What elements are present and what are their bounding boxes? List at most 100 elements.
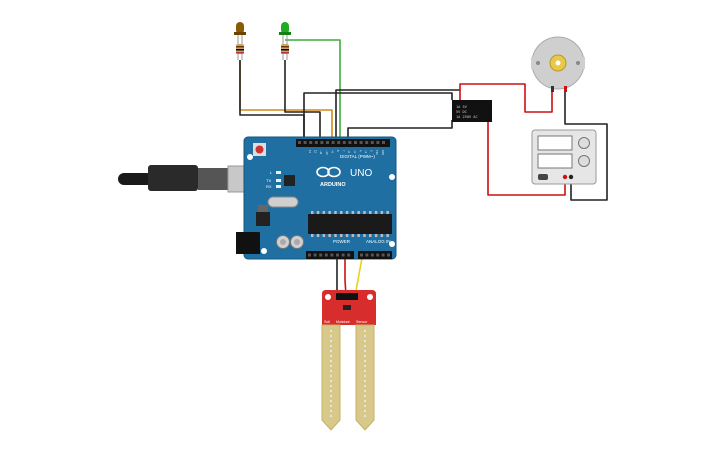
digital-header-hole[interactable] xyxy=(348,141,352,144)
power-header-hole[interactable] xyxy=(308,253,311,257)
chip-leg xyxy=(334,211,337,214)
sensor-prong-left xyxy=(321,324,341,431)
chip-leg xyxy=(380,211,384,214)
power-header-hole[interactable] xyxy=(330,253,334,257)
psu-positive-terminal[interactable] xyxy=(562,174,568,180)
led-1-body xyxy=(236,22,244,34)
chip-leg xyxy=(340,211,343,214)
digital-header-hole[interactable] xyxy=(376,141,380,144)
digital-header-hole[interactable] xyxy=(382,141,385,144)
digital-pin-label: ~3 xyxy=(364,150,368,154)
dc-motor[interactable] xyxy=(531,36,585,92)
chip-leg xyxy=(374,211,378,214)
chip-leg xyxy=(345,211,349,214)
power-header-hole[interactable] xyxy=(336,253,339,257)
power-header-hole[interactable] xyxy=(324,253,328,257)
digital-header-hole[interactable] xyxy=(365,141,369,144)
digital-header-hole[interactable] xyxy=(337,141,341,144)
chip-leg xyxy=(380,234,384,237)
wire-red-relay-motor[interactable] xyxy=(459,83,553,113)
wire-yellow-sensor-sig[interactable] xyxy=(354,257,363,297)
psu-voltage-knob[interactable] xyxy=(578,137,590,149)
analog-header[interactable] xyxy=(358,251,392,259)
chip-leg xyxy=(311,211,314,214)
digital-header-hole[interactable] xyxy=(359,141,363,144)
digital-pin-label: 7 xyxy=(342,150,346,152)
wire-green-led2[interactable] xyxy=(285,39,341,140)
led-2-body xyxy=(281,22,289,34)
digital-header-hole[interactable] xyxy=(320,141,324,144)
analog-header-hole[interactable] xyxy=(370,253,374,257)
digital-header-hole[interactable] xyxy=(314,141,318,144)
psu-current-knob[interactable] xyxy=(578,155,590,167)
wires xyxy=(239,39,608,297)
soil-moisture-sensor[interactable]: Soil Moisture Sensor xyxy=(321,290,376,431)
wire-orange-led1[interactable] xyxy=(239,60,333,140)
digital-header-hole[interactable] xyxy=(354,141,357,144)
psu-negative-terminal[interactable] xyxy=(568,174,574,180)
chip-leg xyxy=(311,234,314,237)
sensor-label-sensor: Sensor xyxy=(356,320,368,324)
power-header-hole[interactable] xyxy=(347,253,351,257)
chip-leg xyxy=(369,234,372,237)
sensor-label-moisture: Moisture xyxy=(336,320,350,324)
tx-label: TX xyxy=(266,178,271,183)
psu-current-display xyxy=(537,153,573,169)
sensor-label-soil: Soil xyxy=(324,320,330,324)
led-1[interactable] xyxy=(234,22,246,60)
digital-pin-label: ~9 xyxy=(330,150,334,154)
digital-header-hole[interactable] xyxy=(331,141,335,144)
chip-leg xyxy=(357,234,360,237)
digital-header-hole[interactable] xyxy=(309,141,313,144)
chip-leg xyxy=(374,234,378,237)
power-header[interactable] xyxy=(306,251,354,259)
arduino-logo-text: ARDUINO xyxy=(320,182,346,188)
analog-header-hole[interactable] xyxy=(360,253,363,257)
power-header-hole[interactable] xyxy=(319,253,323,257)
power-header-hole[interactable] xyxy=(341,253,345,257)
wire-red-relay-psu[interactable] xyxy=(487,120,566,196)
digital-pin-label: ~5 xyxy=(353,150,357,154)
power-header-hole[interactable] xyxy=(313,253,317,257)
analog-header-hole[interactable] xyxy=(381,253,385,257)
wire-black-led2[interactable] xyxy=(284,60,321,140)
digital-pin-label: 8 xyxy=(336,150,340,152)
analog-header-hole[interactable] xyxy=(365,253,369,257)
power-jack[interactable] xyxy=(236,232,260,254)
usb-chip xyxy=(284,175,295,186)
relay-body xyxy=(452,100,492,122)
digital-pin-label: ~10 xyxy=(325,150,329,155)
led-2[interactable] xyxy=(279,22,291,60)
usb-cable[interactable] xyxy=(118,165,265,193)
power-label: POWER xyxy=(333,239,351,244)
sensor-header[interactable] xyxy=(336,293,358,300)
chip-leg xyxy=(357,211,360,214)
regulator xyxy=(256,212,270,226)
wire-black-motor-psu[interactable] xyxy=(564,88,608,201)
wire-black-relay-2[interactable] xyxy=(347,120,453,140)
digital-header-hole[interactable] xyxy=(303,141,307,144)
analog-header-hole[interactable] xyxy=(387,253,390,257)
digital-header-hole[interactable] xyxy=(326,141,329,144)
chip-leg xyxy=(316,234,320,237)
chip-leg xyxy=(363,211,366,214)
analog-header-hole[interactable] xyxy=(376,253,380,257)
digital-pin-label: 2 xyxy=(370,150,374,152)
wire-black-led1-gnd[interactable] xyxy=(239,60,305,140)
digital-header-hole[interactable] xyxy=(298,141,301,144)
wire-black-relay-3[interactable] xyxy=(335,89,460,140)
digital-header-hole[interactable] xyxy=(370,141,374,144)
relay[interactable]: 1A 5V 5V DC 1A 250V AC xyxy=(452,100,492,122)
digital-pin-label: RX0 xyxy=(381,150,385,156)
psu-switch[interactable] xyxy=(538,174,548,180)
chip-leg xyxy=(334,234,337,237)
relay-line3: 1A 250V AC xyxy=(456,115,478,119)
chip-leg xyxy=(340,234,343,237)
digital-header-hole[interactable] xyxy=(342,141,346,144)
wire-black-relay-1[interactable] xyxy=(303,92,453,140)
power-supply[interactable] xyxy=(531,129,597,185)
chip-leg xyxy=(369,211,372,214)
chip-leg xyxy=(386,234,389,237)
